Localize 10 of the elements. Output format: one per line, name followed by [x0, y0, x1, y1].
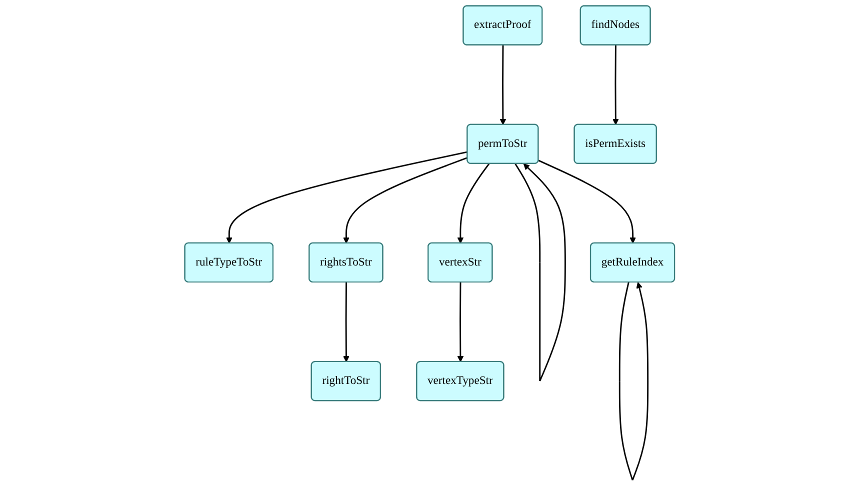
arrow [458, 282, 464, 362]
arrow [343, 157, 468, 244]
arrow [343, 282, 350, 362]
arrow [515, 163, 566, 382]
arrow [619, 282, 649, 480]
arrow [538, 160, 636, 244]
arrow [226, 151, 468, 244]
arrow [612, 45, 620, 125]
arrow [500, 45, 506, 125]
arrow [458, 163, 490, 244]
